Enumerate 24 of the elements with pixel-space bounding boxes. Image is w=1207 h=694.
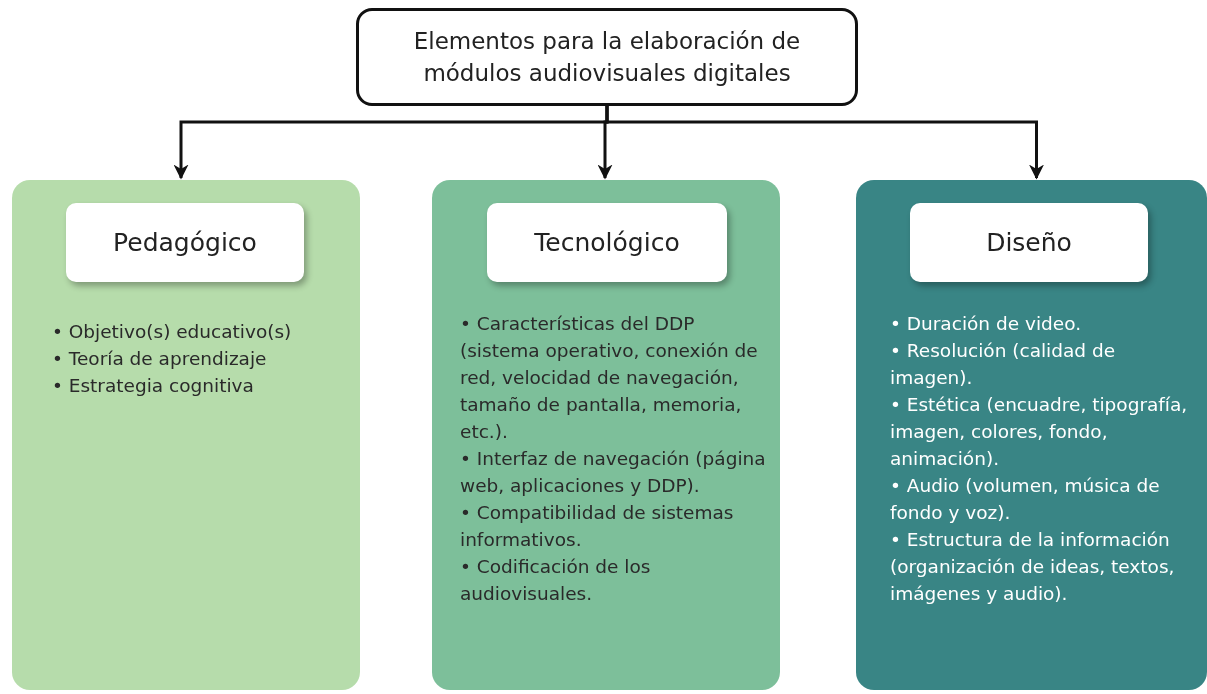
category-panel [12, 180, 360, 690]
bullet-item: • Interfaz de navegación (página web, aplicaciones y DDP). [460, 447, 767, 498]
bullet-item: • Estrategia cognitiva [52, 374, 255, 398]
heading-text: Pedagógico [113, 228, 257, 257]
heading-box [487, 203, 727, 282]
heading-text: Diseño [986, 228, 1072, 257]
bullet-item: • Características del DDP (sistema operativo, conexión de red, velocidad de navegación, tamaño de pantalla, memoria, etc.). [460, 312, 759, 444]
heading-text: Tecnológico [534, 228, 680, 257]
bullet-item: • Estructura de la información (organización de ideas, textos, imágenes y audio). [890, 528, 1176, 606]
category-panel [856, 180, 1207, 690]
bullet-item: • Estética (encuadre, tipografía, imagen, colores, fondo, animación). [890, 393, 1189, 471]
heading-box [910, 203, 1148, 282]
bullet-item: • Codificación de los audiovisuales. [460, 555, 652, 606]
bullet-item: • Objetivo(s) educativo(s) [52, 320, 293, 344]
bullet-item: • Teoría de aprendizaje [52, 347, 268, 371]
arrow [605, 106, 1044, 180]
bullet-item: • Audio (volumen, música de fondo y voz). [890, 474, 1161, 525]
bullet-item: • Resolución (calidad de imagen). [890, 339, 1117, 390]
bullet-item: • Duración de video. [890, 312, 1083, 336]
title-box [356, 8, 858, 106]
title-text: Elementos para la elaboración de módulos audiovisuales digitales [412, 27, 802, 88]
heading-box [66, 203, 304, 282]
category-panel [432, 180, 780, 690]
bullet-item: • Compatibilidad de sistemas informativos. [460, 501, 735, 552]
